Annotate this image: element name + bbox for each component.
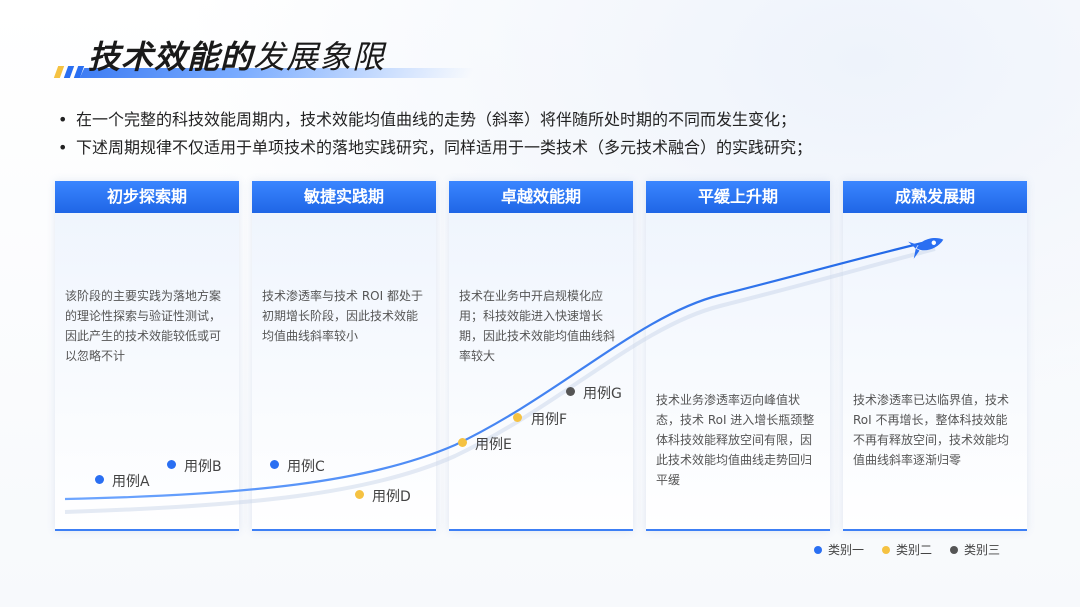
bullet-text: 下述周期规律不仅适用于单项技术的落地实践研究，同样适用于一类技术（多元技术融合）…	[76, 138, 813, 157]
case-d-label: 用例D	[372, 489, 411, 505]
case-b-marker	[167, 460, 176, 469]
case-d-marker	[355, 490, 364, 499]
bullet-item: •下述周期规律不仅适用于单项技术的落地实践研究，同样适用于一类技术（多元技术融合…	[58, 138, 813, 157]
phase-description-3: 技术在业务中开启规模化应用；科技效能进入快速增长期，因此技术效能均值曲线斜率较大	[459, 289, 616, 363]
case-c-marker	[270, 460, 279, 469]
phase-header: 敏捷实践期	[252, 181, 436, 213]
case-a-label: 用例A	[112, 474, 150, 490]
phase-header: 初步探索期	[55, 181, 239, 213]
title-block: 技术效能的发展象限	[52, 30, 475, 80]
bullet-list: •在一个完整的科技效能周期内，技术效能均值曲线的走势（斜率）将伴随所处时期的不同…	[58, 106, 812, 162]
legend-item-category-2: 类别二	[882, 541, 932, 558]
legend-item-category-1: 类别一	[814, 541, 864, 558]
rocket-icon	[908, 238, 944, 259]
case-e-label: 用例E	[475, 437, 512, 453]
phase-header: 卓越效能期	[449, 181, 633, 213]
phase-description-4: 技术业务渗透率迈向峰值状态，技术 RoI 进入增长瓶颈整体科技效能释放空间有限，…	[656, 393, 815, 487]
case-b-label: 用例B	[184, 459, 222, 475]
phase-description-1: 该阶段的主要实践为落地方案的理论性探索与验证性测试，因此产生的技术效能较低或可以…	[65, 289, 222, 363]
bullet-item: •在一个完整的科技效能周期内，技术效能均值曲线的走势（斜率）将伴随所处时期的不同…	[58, 110, 797, 129]
case-g-label: 用例G	[583, 386, 622, 402]
legend-marker	[882, 545, 891, 554]
phase-description-5: 技术渗透率已达临界值，技术 RoI 不再增长，整体科技效能不再有释放空间，技术效…	[853, 393, 1010, 467]
legend-label: 类别二	[896, 543, 933, 557]
phase-header: 成熟发展期	[843, 181, 1027, 213]
legend: 类别一 类别二 类别三	[814, 541, 1000, 558]
page-title: 技术效能的发展象限	[88, 32, 385, 78]
phase-description-2: 技术渗透率与技术 ROI 都处于初期增长阶段，因此技术效能均值曲线斜率较小	[262, 289, 423, 343]
case-c-label: 用例C	[287, 459, 325, 475]
legend-marker	[814, 545, 822, 554]
efficiency-curve-shadow	[64, 247, 936, 514]
legend-item-category-3: 类别三	[950, 541, 1000, 558]
case-a-marker	[95, 475, 104, 484]
phase-column-1: 初步探索期	[55, 181, 239, 531]
case-f-marker	[513, 413, 522, 422]
phase-header: 平缓上升期	[646, 181, 830, 213]
title-bold: 技术效能的	[88, 38, 254, 76]
legend-label: 类别三	[964, 543, 1001, 557]
title-light: 发展象限	[253, 38, 386, 76]
legend-label: 类别一	[828, 543, 865, 557]
bullet-text: 在一个完整的科技效能周期内，技术效能均值曲线的走势（斜率）将伴随所处时期的不同而…	[76, 110, 797, 129]
phase-column-4: 平缓上升期	[646, 181, 830, 531]
legend-marker	[950, 545, 959, 554]
case-e-marker	[458, 438, 467, 447]
case-f-label: 用例F	[531, 412, 568, 428]
case-g-marker	[566, 387, 575, 396]
efficiency-curve	[64, 238, 936, 501]
